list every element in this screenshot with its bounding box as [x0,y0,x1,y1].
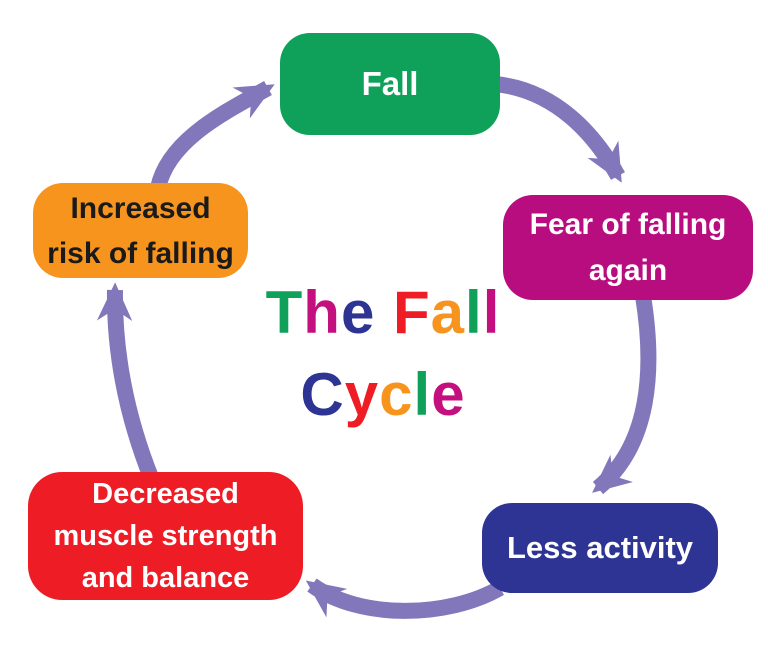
title-letter: e [431,361,466,428]
title-letter: l [465,279,483,346]
title-letter: h [303,279,341,346]
diagram-title: The Fall Cycle [203,272,563,436]
title-line-2: Cycle [203,354,563,436]
title-letter: F [392,279,431,346]
title-letter: y [344,361,380,428]
title-letter: T [265,279,304,346]
title-letter: a [430,279,466,346]
title-letter: e [340,279,376,346]
title-line-1: The Fall [203,272,563,354]
node-less-activity-label: Less activity [506,530,694,565]
arrow-decreased-to-increased [96,282,160,483]
node-less-activity: Less activity [482,503,718,593]
title-letter: l [413,361,432,428]
title-letter: C [300,361,345,428]
title-letter: l [482,279,501,346]
title-letter: c [379,361,414,428]
node-decreased-muscle-strength-label: Decreased muscle strength and balance [53,478,278,594]
node-fear-of-falling-again-label: Fear of falling again [529,207,727,287]
node-decreased-muscle-strength: Decreased muscle strength and balance [28,472,303,600]
node-fall-label: Fall [361,65,419,102]
arrow-less-activity-to-decreased [305,578,504,619]
arrow-increased-to-fall [150,81,275,191]
node-increased-risk-of-falling: Increased risk of falling [33,183,248,278]
arrow-fall-to-fear [493,76,625,183]
arrow-fear-to-less-activity [592,294,657,495]
node-fall: Fall [280,33,500,135]
node-fear-of-falling-again: Fear of falling again [503,195,753,300]
title-letter [375,279,393,346]
node-increased-risk-of-falling-label: Increased risk of falling [47,191,234,270]
